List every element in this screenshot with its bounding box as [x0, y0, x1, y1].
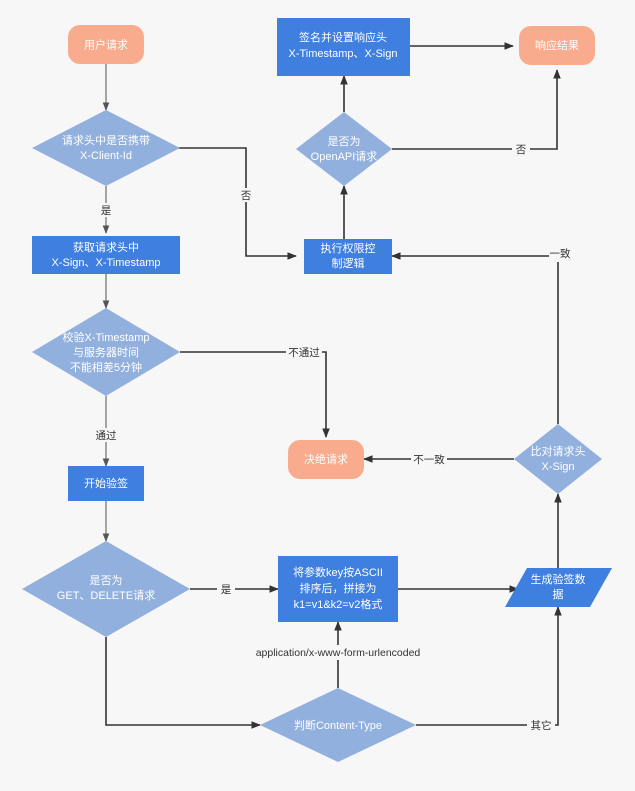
node-reject-request-shape[interactable] [288, 440, 364, 479]
node-has-client-id-shape[interactable] [32, 110, 180, 186]
node-sort-params[interactable]: 将参数key按ASCII 排序后，拼接为 k1=v1&k2=v2格式 [278, 556, 398, 622]
node-exec-auth-logic[interactable]: 执行权限控 制逻辑 [304, 239, 392, 274]
node-response-result-shape[interactable] [519, 26, 595, 65]
node-sign-response-shape[interactable] [277, 18, 410, 76]
node-reject-request[interactable]: 决绝请求 [288, 440, 364, 479]
node-sign-response[interactable]: 签名并设置响应头 X-Timestamp、X-Sign [277, 18, 410, 76]
node-is-openapi-shape[interactable] [296, 112, 392, 186]
node-exec-auth-logic-shape[interactable] [304, 239, 392, 274]
node-compare-x-sign-shape[interactable] [514, 424, 602, 494]
node-sort-params-shape[interactable] [278, 556, 398, 622]
node-generate-sign-data-shape[interactable] [505, 568, 612, 607]
node-response-result[interactable]: 响应结果 [519, 26, 595, 65]
node-start-verify-shape[interactable] [68, 466, 144, 501]
node-check-timestamp-shape[interactable] [32, 308, 180, 396]
node-is-get-delete-shape[interactable] [22, 541, 190, 637]
edge-method-no [105, 637, 261, 729]
node-start-verify[interactable]: 开始验签 [68, 466, 144, 501]
node-user-request[interactable]: 用户请求 [68, 25, 144, 64]
node-user-request-shape[interactable] [68, 25, 144, 64]
node-get-request-header[interactable]: 获取请求头中 X-Sign、X-Timestamp [32, 236, 180, 274]
node-get-request-header-shape[interactable] [32, 236, 180, 274]
node-judge-content-type-shape[interactable] [260, 688, 416, 762]
